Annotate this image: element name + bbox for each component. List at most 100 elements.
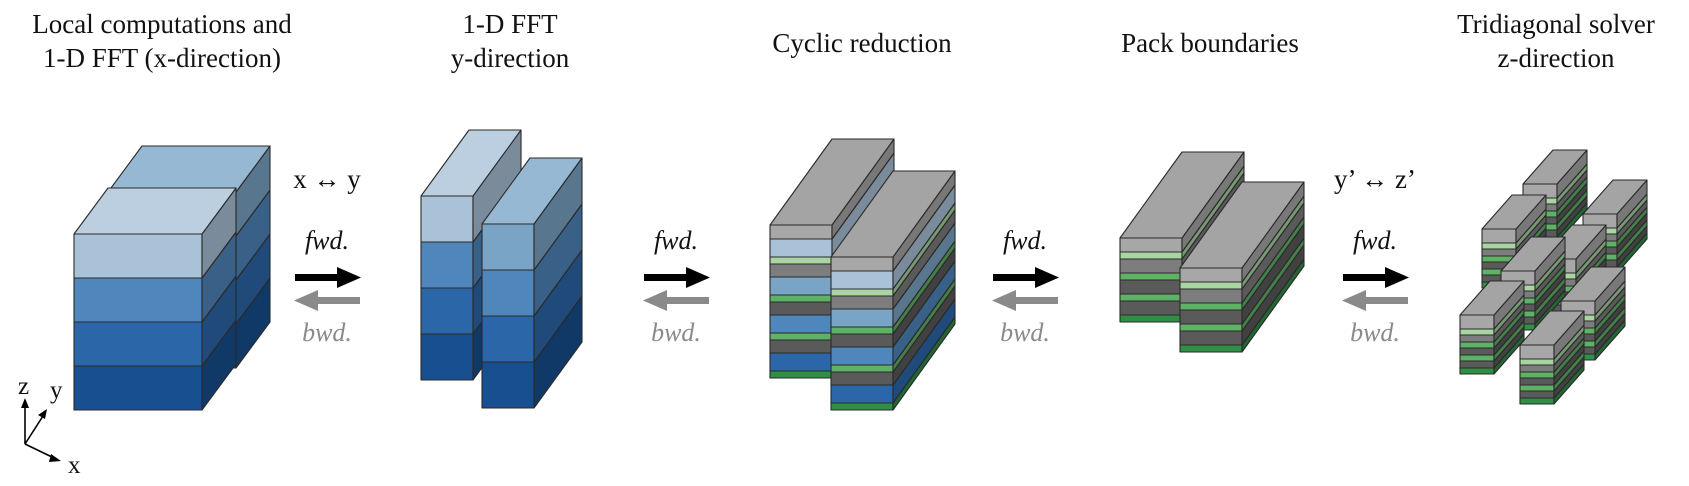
stage-2-left-column-slab-1-front <box>420 333 474 381</box>
transition-2-fwd-label: fwd. <box>654 226 698 255</box>
stage-5-column-2-slab-8-top <box>1582 179 1648 215</box>
stage-5-column-2-slab-8 <box>1582 179 1648 229</box>
stage-3-left-column-slab-4-front <box>769 332 833 341</box>
transition-4-bwd-arrow-icon <box>1342 290 1408 311</box>
z-axis-label: z <box>18 373 29 400</box>
stage-2-left-column-slab-4-front <box>420 195 474 243</box>
stage-4-left-column-slab-3-front <box>1119 293 1183 302</box>
stage-5-column-3-slab-7-front <box>1481 242 1517 250</box>
transition-4-bwd-label: bwd. <box>1350 318 1400 347</box>
stage-3-right-column-slab-3-front <box>830 371 894 386</box>
transition-1-op: x ↔ y <box>293 164 361 194</box>
stage-4-left-column-slab-8-top <box>1119 151 1245 239</box>
stage-2-blocks <box>420 129 583 409</box>
stage-5-column-7-slab-2-front <box>1459 360 1495 369</box>
stage-3-right-column-slab-11-front <box>830 270 894 290</box>
transition-1-bwd-label: bwd. <box>302 318 352 347</box>
stage-3-right-column-slab-6-front <box>830 333 894 348</box>
stage-1-front-column-slab-4-top <box>73 187 237 235</box>
stage-4-left-column-slab-7-front <box>1119 251 1183 260</box>
transition-2: fwd. bwd. <box>643 226 710 347</box>
stage-2-left-column-slab-4 <box>420 129 522 243</box>
stage-1-front-column-slab-1-front <box>73 365 203 411</box>
stage-4-right-column-slab-8 <box>1179 181 1305 283</box>
stage-5-column-7-slab-6-front <box>1459 334 1495 343</box>
stage-5-column-8-slab-8 <box>1519 310 1585 360</box>
stage-2-right-column-slab-4 <box>481 157 583 271</box>
transition-2-bwd-arrow-icon <box>643 290 709 311</box>
transition-3-bwd-label: bwd. <box>1000 318 1050 347</box>
transition-2-bwd-label: bwd. <box>651 318 701 347</box>
stage-5-column-8-slab-8-front <box>1519 344 1555 360</box>
stage-title-2-line-2: y-direction <box>451 43 570 73</box>
stage-3-right-column-slab-2-front <box>830 384 894 404</box>
stage-title-5: Tridiagonal solver z-direction <box>1457 9 1655 73</box>
stage-3-right-column-slab-8-front <box>830 308 894 328</box>
stage-2-left-column-slab-2-front <box>420 287 474 335</box>
stage-5-column-8-slab-3-front <box>1519 384 1555 392</box>
stage-5-column-7-slab-8-front <box>1459 314 1495 330</box>
stage-2-left-column-slab-4-top <box>420 129 522 197</box>
stage-4-right-column-slab-5-front <box>1179 302 1243 311</box>
stage-5-column-8-slab-1-front <box>1519 397 1555 405</box>
stage-3-left-column-slab-3-front <box>769 339 833 354</box>
stage-4-right-column-slab-2-front <box>1179 330 1243 346</box>
stage-5-column-7-slab-8-top <box>1459 280 1525 316</box>
stage-2-right-column-slab-4-front <box>481 223 535 271</box>
stage-5-column-6-slab-8-top <box>1560 266 1626 302</box>
stage-5-column-3-slab-8-top <box>1481 194 1547 230</box>
y-axis-label: y <box>50 377 63 404</box>
stage-5-column-7-slab-7-front <box>1459 328 1495 336</box>
x-axis-label: x <box>68 452 81 479</box>
stage-5-column-1-slab-8-top <box>1522 149 1588 185</box>
stage-1-front-column-slab-4 <box>73 187 237 279</box>
stage-2-right-column-slab-1-front <box>481 361 535 409</box>
stage-3-left-column-slab-6-front <box>769 301 833 316</box>
stage-4-left-column-slab-6-front <box>1119 258 1183 274</box>
stage-5-column-8-slab-5-front <box>1519 371 1555 379</box>
stage-5-column-3-slab-6-front <box>1481 248 1517 257</box>
stage-1-front-column-slab-2-front <box>73 321 203 367</box>
stage-4-right-column-slab-4-front <box>1179 309 1243 325</box>
transition-1-fwd-label: fwd. <box>305 226 349 255</box>
transition-3-fwd-label: fwd. <box>1003 226 1047 255</box>
stage-4-blocks <box>1119 151 1305 353</box>
stage-5-column-8-slab-4-front <box>1519 377 1555 386</box>
x-axis-arrow-icon <box>24 443 61 462</box>
transition-4: y’ ↔ z’ fwd. bwd. <box>1334 164 1416 347</box>
stage-3-right-column-slab-1-front <box>830 402 894 411</box>
transition-4-op: y’ ↔ z’ <box>1334 164 1416 194</box>
stage-5-column-5-slab-8 <box>1500 236 1566 286</box>
stage-4-left-column-slab-2-front <box>1119 300 1183 316</box>
stage-3-right-column-slab-9-front <box>830 295 894 310</box>
stage-5-column-3-slab-8 <box>1481 194 1547 244</box>
stage-title-3: Cyclic reduction <box>772 28 952 58</box>
stage-3-left-column-slab-5-front <box>769 314 833 334</box>
stage-3-right-column-slab-12 <box>830 170 956 272</box>
y-axis-arrow-icon <box>24 409 47 445</box>
stage-title-3-line-1: Cyclic reduction <box>772 28 952 58</box>
stage-3-right-column-slab-12-top <box>830 170 956 258</box>
axes-triad: z y x <box>18 373 81 479</box>
stage-3-left-column-slab-9-front <box>769 263 833 278</box>
stage-4-left-column-slab-4-front <box>1119 279 1183 295</box>
transition-1: x ↔ y fwd. bwd. <box>293 164 361 347</box>
stage-title-4: Pack boundaries <box>1121 28 1299 58</box>
stage-3-left-column-slab-12 <box>769 138 895 240</box>
stage-5-column-7-slab-8 <box>1459 280 1525 330</box>
stage-4-left-column-slab-1-front <box>1119 314 1183 323</box>
stage-3-right-column-slab-10-front <box>830 288 894 297</box>
transition-3-fwd-arrow-icon <box>993 267 1059 288</box>
stage-5-column-5-slab-8-top <box>1500 236 1566 272</box>
stage-5-column-7-slab-5-front <box>1459 341 1495 349</box>
stage-3-blocks <box>769 138 956 411</box>
stage-title-4-line-1: Pack boundaries <box>1121 28 1299 58</box>
stage-4-left-column-slab-5-front <box>1119 272 1183 281</box>
stage-5-column-1-slab-8 <box>1522 149 1588 199</box>
stage-3-left-column-slab-11-front <box>769 238 833 258</box>
stage-5-blocks <box>1459 149 1648 405</box>
stage-3-left-column-slab-12-top <box>769 138 895 226</box>
stage-2-left-column-slab-3-front <box>420 241 474 289</box>
stage-1-blocks <box>73 145 271 411</box>
